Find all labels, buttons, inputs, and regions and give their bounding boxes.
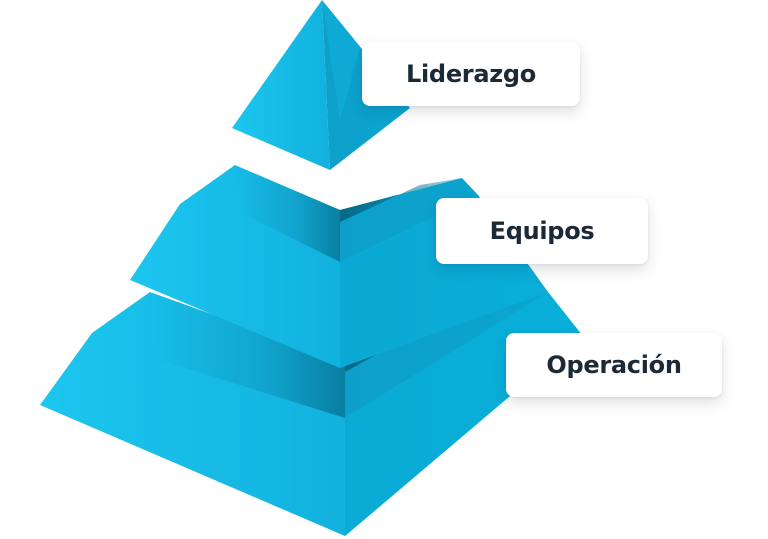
label-card-equipos: Equipos — [436, 198, 648, 264]
tier-top-left-face — [232, 0, 330, 170]
label-card-liderazgo: Liderazgo — [362, 42, 580, 106]
level-label-middle: Equipos — [490, 217, 595, 245]
label-card-operacion: Operación — [506, 333, 722, 397]
level-label-top: Liderazgo — [406, 60, 536, 88]
level-label-bottom: Operación — [546, 351, 681, 379]
